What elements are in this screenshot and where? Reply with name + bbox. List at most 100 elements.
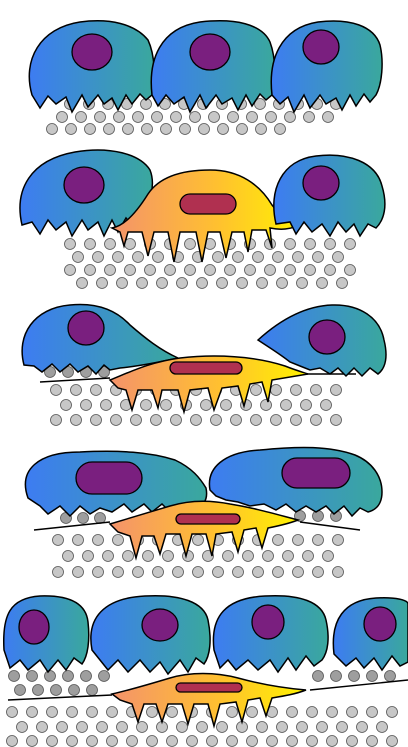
matrix-dot — [81, 671, 92, 682]
matrix-dot — [123, 551, 134, 562]
matrix-dot — [197, 278, 208, 289]
matrix-dot — [161, 400, 172, 411]
matrix-dot — [225, 265, 236, 276]
matrix-dot — [247, 112, 258, 123]
matrix-dot — [271, 385, 282, 396]
matrix-dot — [253, 567, 264, 578]
matrix-dot — [211, 415, 222, 426]
matrix-dot — [131, 415, 142, 426]
matrix-dot — [293, 252, 304, 263]
matrix-dot — [177, 278, 188, 289]
matrix-dot — [17, 722, 28, 733]
panel-4 — [25, 447, 382, 577]
matrix-dot — [331, 415, 342, 426]
matrix-dot — [87, 736, 98, 747]
matrix-dot — [247, 736, 258, 747]
matrix-dot — [325, 265, 336, 276]
matrix-dot — [333, 535, 344, 546]
matrix-dot — [347, 707, 358, 718]
matrix-dot — [321, 400, 332, 411]
matrix-dot — [327, 736, 338, 747]
matrix-dot — [287, 707, 298, 718]
matrix-dot — [152, 112, 163, 123]
matrix-dot — [133, 112, 144, 123]
epithelial-cell — [151, 21, 275, 112]
matrix-dot — [133, 252, 144, 263]
matrix-dot — [327, 707, 338, 718]
matrix-dot — [151, 415, 162, 426]
epithelial-cell — [213, 596, 328, 672]
matrix-dot — [331, 385, 342, 396]
basement-membrane — [8, 695, 112, 700]
matrix-dot — [331, 671, 342, 682]
matrix-dot — [97, 722, 108, 733]
matrix-dot — [153, 252, 164, 263]
matrix-dot — [57, 722, 68, 733]
matrix-dot — [293, 567, 304, 578]
matrix-dot — [313, 671, 324, 682]
matrix-dot — [190, 112, 201, 123]
matrix-dot — [233, 252, 244, 263]
matrix-dot — [167, 736, 178, 747]
basement-membrane — [310, 680, 408, 690]
nucleus — [303, 30, 339, 64]
matrix-dot — [217, 722, 228, 733]
matrix-dot — [257, 722, 268, 733]
matrix-dot — [237, 278, 248, 289]
matrix-dot — [47, 736, 58, 747]
matrix-dot — [325, 239, 336, 250]
matrix-dot — [313, 511, 324, 522]
matrix-dot — [367, 671, 378, 682]
matrix-dot — [297, 722, 308, 733]
matrix-dot — [73, 535, 84, 546]
matrix-dot — [183, 551, 194, 562]
matrix-dot — [51, 385, 62, 396]
basement-membrane — [40, 378, 110, 382]
matrix-dot — [76, 112, 87, 123]
matrix-dot — [173, 567, 184, 578]
epithelial-cell — [333, 598, 408, 670]
matrix-dot — [367, 736, 378, 747]
matrix-dot — [91, 415, 102, 426]
matrix-dot — [228, 112, 239, 123]
matrix-dot — [223, 551, 234, 562]
matrix-dot — [105, 265, 116, 276]
matrix-dot — [313, 252, 324, 263]
migrating-nucleus — [180, 194, 236, 214]
matrix-dot — [53, 535, 64, 546]
matrix-dot — [237, 124, 248, 135]
matrix-dot — [157, 278, 168, 289]
matrix-dot — [323, 551, 334, 562]
matrix-dot — [63, 671, 74, 682]
matrix-dot — [387, 736, 398, 747]
matrix-dot — [193, 535, 204, 546]
matrix-dot — [245, 265, 256, 276]
matrix-dot — [95, 112, 106, 123]
matrix-dot — [7, 736, 18, 747]
matrix-dot — [349, 671, 360, 682]
matrix-dot — [141, 400, 152, 411]
matrix-dot — [303, 551, 314, 562]
nucleus — [364, 607, 396, 641]
matrix-dot — [243, 551, 254, 562]
matrix-dot — [305, 265, 316, 276]
matrix-dot — [65, 239, 76, 250]
matrix-dot — [199, 124, 210, 135]
nucleus — [76, 462, 142, 494]
matrix-dot — [27, 671, 38, 682]
matrix-dot — [201, 400, 212, 411]
matrix-dot — [85, 239, 96, 250]
matrix-dot — [165, 265, 176, 276]
matrix-dot — [85, 124, 96, 135]
matrix-dot — [313, 567, 324, 578]
matrix-dot — [281, 400, 292, 411]
matrix-dot — [145, 265, 156, 276]
basement-membrane — [34, 522, 110, 530]
matrix-dot — [285, 265, 296, 276]
matrix-dot — [285, 239, 296, 250]
matrix-dot — [337, 278, 348, 289]
matrix-dot — [231, 415, 242, 426]
matrix-dot — [283, 551, 294, 562]
matrix-dot — [125, 265, 136, 276]
matrix-dot — [377, 722, 388, 733]
